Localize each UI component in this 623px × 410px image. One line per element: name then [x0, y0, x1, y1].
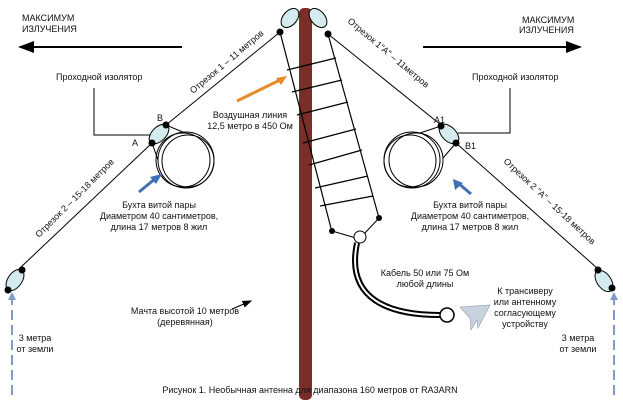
left-insulator-leader: [93, 88, 150, 136]
figure-caption: Рисунок 1. Необычная антенна для диапазо…: [162, 385, 457, 395]
left-coil: [151, 124, 215, 189]
segment1-left-label: Отрезок 1 – 11 метров: [188, 28, 266, 96]
right-coil: [383, 125, 457, 189]
top-left-insulator: [280, 7, 300, 29]
mast: [299, 8, 312, 400]
segment2-right-label: Отрезок 2 "А" – 15-18 метров: [502, 156, 598, 246]
insulator-right-label: Проходной изолятор: [472, 72, 558, 82]
right-segment-2-wire: [455, 142, 598, 269]
mast-label: Мачта высотой 10 метров(деревянная): [131, 306, 239, 327]
segment1-right-label: Отрезок 1"А" – 11метров: [346, 16, 431, 90]
point-a1-label: A1: [434, 115, 445, 125]
top-right-insulator: [308, 7, 328, 29]
point-a-label: A: [132, 138, 138, 148]
right-insulator-leader: [458, 88, 511, 134]
segment2-left-label: Отрезок 2 – 15-18 метров: [33, 157, 116, 240]
left-segment-1-wire: [165, 31, 281, 126]
left-segment-2-wire: [19, 142, 153, 269]
point-b1-label: B1: [465, 141, 476, 151]
mast-pointer-arrow: [231, 300, 253, 310]
transceiver-arrow-icon: [459, 304, 491, 331]
right-segment-1-wire: [327, 33, 442, 126]
ladder-line: [279, 31, 380, 233]
point-b-label: B: [157, 113, 163, 123]
orange-arrow-icon: [236, 77, 283, 103]
insulator-left-label: Проходной изолятор: [56, 72, 142, 82]
